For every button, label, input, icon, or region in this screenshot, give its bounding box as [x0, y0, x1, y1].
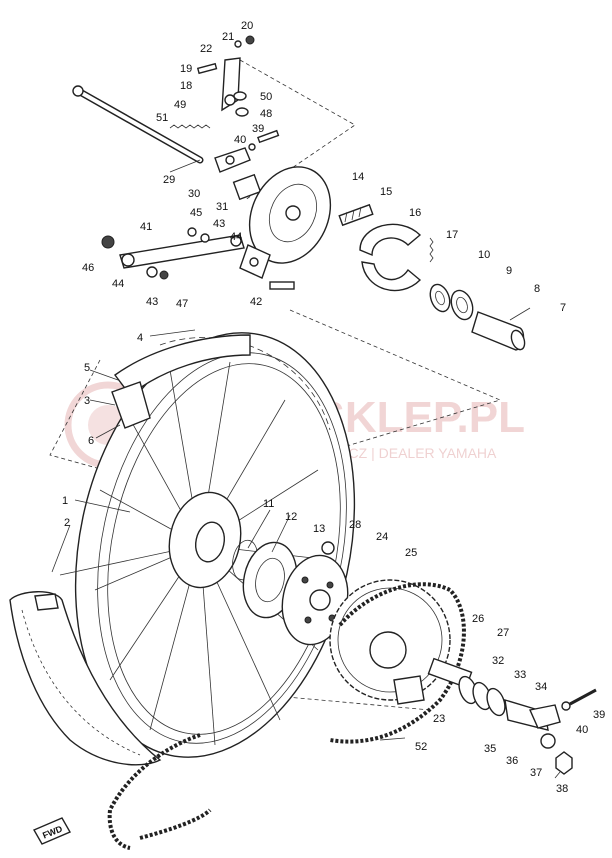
callout-11: 11: [263, 498, 274, 510]
callout-36: 36: [506, 755, 518, 767]
callout-22: 22: [200, 43, 212, 55]
callout-7: 7: [560, 302, 566, 314]
callout-13: 13: [313, 523, 325, 535]
callout-8: 8: [534, 283, 540, 295]
callout-4: 4: [137, 332, 143, 344]
callout-28: 28: [349, 519, 361, 531]
callout-10: 10: [478, 249, 490, 261]
callout-18: 18: [180, 80, 192, 92]
callout-45: 45: [190, 207, 202, 219]
callout-34: 34: [535, 681, 547, 693]
callout-labels: 20 21 22 19 18 50 49 48 51 40 39 29 30 1…: [62, 20, 605, 795]
bolt-42: [269, 281, 295, 290]
callout-31: 31: [216, 201, 228, 213]
tread-pattern: [159, 337, 331, 431]
callout-23: 23: [433, 713, 445, 725]
callout-9: 9: [506, 265, 512, 277]
mud-flap: [111, 334, 251, 429]
callout-37: 37: [530, 767, 542, 779]
sprocket-carrier: [281, 554, 349, 646]
callout-15: 15: [380, 186, 392, 198]
bearing-stack: [429, 283, 526, 351]
callout-leaders: [51, 159, 561, 779]
callout-32: 32: [492, 655, 504, 667]
torque-arm: [101, 227, 295, 290]
rear-sprocket: [329, 579, 451, 701]
drive-chain: [107, 582, 466, 850]
callout-35: 35: [484, 743, 496, 755]
callout-3: 3: [84, 395, 90, 407]
chain-adjuster: [529, 704, 561, 729]
tire-cross-section: [9, 591, 162, 766]
callout-2: 2: [64, 517, 70, 529]
callout-46: 46: [82, 262, 94, 274]
callout-42: 42: [250, 296, 262, 308]
callout-40b: 40: [576, 724, 588, 736]
callout-25: 25: [405, 547, 417, 559]
callout-30: 30: [188, 188, 200, 200]
brake-shoes: [359, 223, 422, 292]
brake-camshaft: [338, 203, 374, 227]
callout-14: 14: [352, 171, 364, 183]
axle-nut: [555, 751, 573, 775]
callout-6: 6: [88, 435, 94, 447]
callout-43a: 43: [213, 218, 225, 230]
callout-44b: 44: [112, 278, 124, 290]
callout-20: 20: [241, 20, 253, 32]
callout-47: 47: [176, 298, 188, 310]
return-spring: [169, 124, 211, 129]
callout-48: 48: [260, 108, 272, 120]
axle-hardware-right: [393, 657, 597, 775]
callout-40a: 40: [234, 134, 246, 146]
callout-5: 5: [84, 362, 90, 374]
callout-1: 1: [62, 495, 68, 507]
callout-39a: 39: [252, 123, 264, 135]
callout-16: 16: [409, 207, 421, 219]
forward-direction-marker: FWD: [33, 817, 71, 845]
callout-29: 29: [163, 174, 175, 186]
callout-27: 27: [497, 627, 509, 639]
callout-26: 26: [472, 613, 484, 625]
callout-39b: 39: [593, 709, 605, 721]
callout-33: 33: [514, 669, 526, 681]
spacer-31: [232, 173, 262, 201]
callout-12: 12: [285, 511, 297, 523]
callout-19: 19: [180, 63, 192, 75]
callout-38: 38: [556, 783, 568, 795]
callout-21: 21: [222, 31, 234, 43]
guide-mid: [289, 309, 502, 461]
brake-shoe-plate: [239, 166, 332, 279]
callout-41: 41: [140, 221, 152, 233]
callout-50: 50: [260, 91, 272, 103]
rear-axle: [72, 85, 204, 164]
callout-49: 49: [174, 99, 186, 111]
brake-lever-assembly: [169, 35, 280, 201]
callout-44a: 44: [230, 231, 242, 243]
callout-52: 52: [415, 741, 427, 753]
callout-51: 51: [156, 112, 168, 124]
shoe-spring: [429, 237, 434, 263]
callout-17: 17: [446, 229, 458, 241]
callout-24: 24: [376, 531, 388, 543]
callout-43b: 43: [146, 296, 158, 308]
